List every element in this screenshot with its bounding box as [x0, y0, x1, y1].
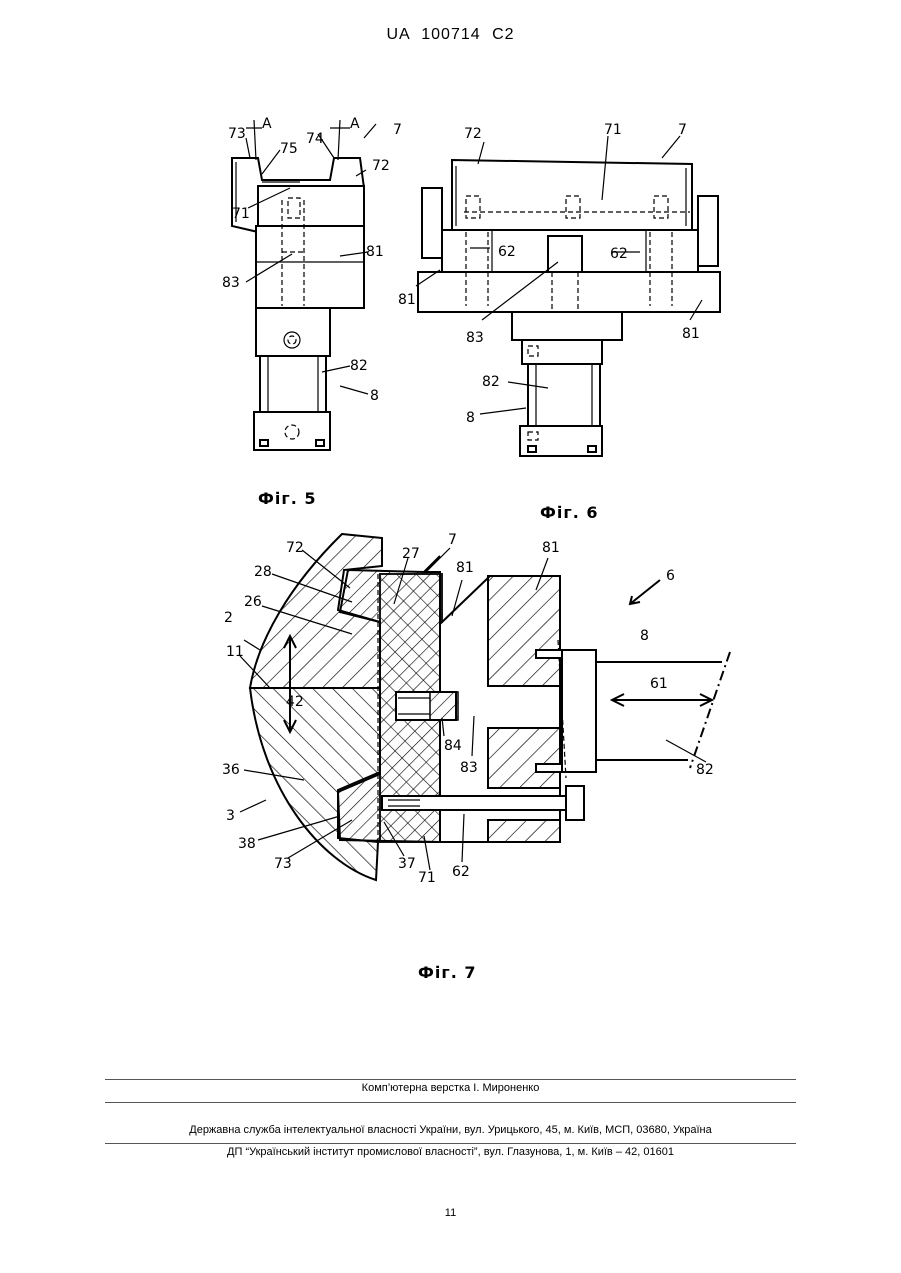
page-number: 11	[0, 1207, 901, 1219]
patent-drawings: 73 A 74 A 7 75 72 71 81 83 82 8 Фіг. 5	[0, 0, 901, 1000]
fig5-caption: Фіг. 5	[258, 489, 317, 508]
footer-divider-middle	[105, 1102, 796, 1103]
fig7-label-2: 2	[224, 610, 233, 626]
fig7-label-38: 38	[238, 836, 256, 852]
fig7-label-82: 82	[696, 762, 714, 778]
fig7-label-62: 62	[452, 864, 470, 880]
fig5-label-74: 74	[306, 131, 324, 147]
fig5-label-75: 75	[280, 141, 298, 157]
fig7-label-84: 84	[444, 738, 462, 754]
fig6-label-62b: 62	[610, 246, 628, 262]
footer-divider-top	[105, 1079, 796, 1080]
footer-divider-bottom	[105, 1143, 796, 1144]
fig5-label-7: 7	[393, 122, 402, 138]
fig6-label-81b: 81	[682, 326, 700, 342]
fig7-label-8: 8	[640, 628, 649, 644]
fig7-label-7: 7	[448, 532, 457, 548]
fig7-label-28: 28	[254, 564, 272, 580]
figure-5: 73 A 74 A 7 75 72 71 81 83 82 8 Фіг. 5	[222, 116, 402, 508]
fig5-label-71: 71	[232, 206, 250, 222]
fig5-label-73: 73	[228, 126, 246, 142]
fig7-label-81b: 81	[542, 540, 560, 556]
fig6-label-72: 72	[464, 126, 482, 142]
fig7-label-71: 71	[418, 870, 436, 886]
fig6-label-8: 8	[466, 410, 475, 426]
fig7-label-11: 11	[226, 644, 244, 660]
fig7-label-27: 27	[402, 546, 420, 562]
fig7-label-3: 3	[226, 808, 235, 824]
fig6-label-7: 7	[678, 122, 687, 138]
fig6-label-82: 82	[482, 374, 500, 390]
fig7-label-26: 26	[244, 594, 262, 610]
fig5-label-A2: A	[350, 116, 360, 132]
fig7-label-36: 36	[222, 762, 240, 778]
fig6-label-71: 71	[604, 122, 622, 138]
fig5-label-82: 82	[350, 358, 368, 374]
fig6-label-62a: 62	[498, 244, 516, 260]
fig7-caption: Фіг. 7	[418, 963, 477, 982]
fig5-label-A1: A	[262, 116, 272, 132]
fig5-label-81: 81	[366, 244, 384, 260]
fig5-label-72: 72	[372, 158, 390, 174]
publisher-address: Державна служба інтелектуальної власност…	[0, 1124, 901, 1136]
fig6-label-81a: 81	[398, 292, 416, 308]
fig7-label-42: 42	[286, 694, 304, 710]
typesetter-credit: Комп’ютерна верстка І. Мироненко	[0, 1082, 901, 1094]
fig6-caption: Фіг. 6	[540, 503, 599, 522]
fig5-label-83: 83	[222, 275, 240, 291]
figure-6: 72 71 7 62 62 81 81 83 82 8 Фіг. 6	[398, 122, 720, 522]
figure-7: 72 27 7 81 81 6 28 26 2 11 8 42 61 84 83…	[222, 532, 730, 982]
fig7-label-83: 83	[460, 760, 478, 776]
fig7-label-61: 61	[650, 676, 668, 692]
fig7-label-6: 6	[666, 568, 675, 584]
institute-address: ДП “Український інститут промислової вла…	[0, 1146, 901, 1158]
fig5-label-8: 8	[370, 388, 379, 404]
fig7-label-37: 37	[398, 856, 416, 872]
fig6-label-83: 83	[466, 330, 484, 346]
fig7-label-73: 73	[274, 856, 292, 872]
fig7-label-72: 72	[286, 540, 304, 556]
fig7-label-81a: 81	[456, 560, 474, 576]
